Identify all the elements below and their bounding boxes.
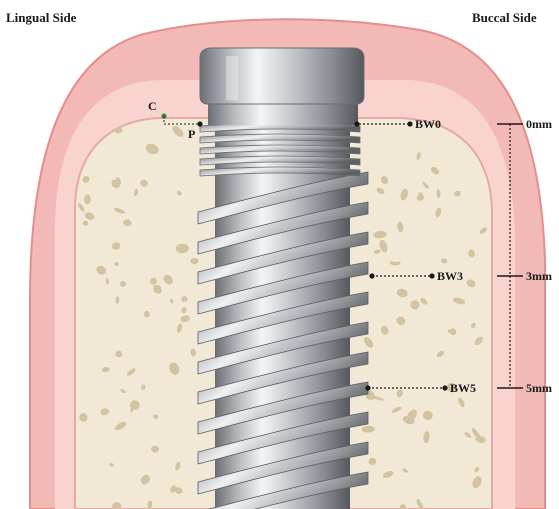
implant-head	[200, 48, 364, 104]
bw5-dot-right	[442, 385, 447, 390]
bw3-dot-right	[429, 273, 434, 278]
bw0-dot-right	[407, 121, 412, 126]
bw5-label: BW5	[450, 381, 476, 395]
bw3-label: BW3	[437, 269, 463, 283]
buccal-side-label: Buccal Side	[472, 10, 537, 25]
bw0-label: BW0	[415, 117, 441, 131]
point-c-label: C	[148, 99, 157, 113]
lingual-side-label: Lingual Side	[6, 10, 77, 25]
bw3-dot-left	[369, 273, 374, 278]
point-p-label: P	[188, 127, 195, 141]
scale-label-5mm: 5mm	[526, 381, 552, 395]
bw0-dot-left	[354, 121, 359, 126]
bone-pore	[176, 244, 189, 254]
point-p-dot	[197, 121, 202, 126]
scale-label-0mm: 0mm	[526, 117, 552, 131]
dental-implant	[198, 48, 368, 509]
bw5-dot-left	[365, 385, 370, 390]
scale-label-3mm: 3mm	[526, 269, 552, 283]
